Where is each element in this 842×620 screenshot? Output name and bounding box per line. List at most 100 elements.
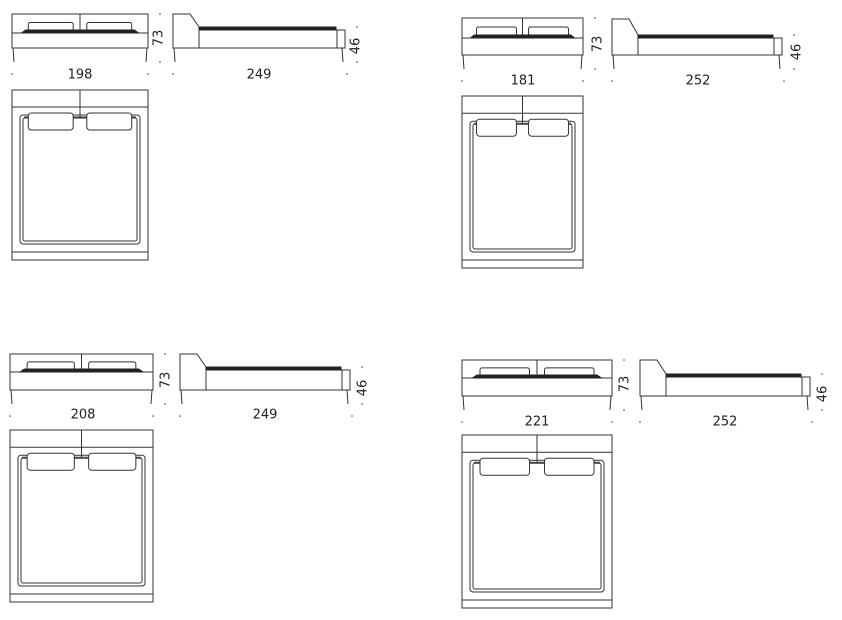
pillow bbox=[26, 452, 75, 471]
mattress-outline bbox=[17, 454, 146, 587]
bed-198-side-view bbox=[172, 13, 346, 63]
pillow bbox=[528, 118, 569, 137]
dimension-tick bbox=[9, 415, 11, 417]
bed-frame bbox=[637, 37, 783, 56]
leg bbox=[580, 54, 583, 70]
dimension-tick bbox=[582, 80, 584, 82]
bed-frame bbox=[205, 369, 351, 391]
dimension-tick bbox=[356, 61, 358, 63]
mattress bbox=[198, 26, 337, 31]
mattress-outline bbox=[19, 114, 141, 245]
leg bbox=[462, 54, 465, 70]
width-dimension: 198 bbox=[67, 67, 93, 83]
dimension-tick bbox=[179, 415, 181, 417]
bed-198-front-view bbox=[11, 13, 149, 63]
dimension-tick bbox=[152, 415, 154, 417]
dimension-tick bbox=[159, 61, 161, 63]
dimension-tick bbox=[159, 13, 161, 15]
bed-208-front-view bbox=[9, 353, 154, 405]
width-dimension: 221 bbox=[524, 414, 550, 430]
dimension-tick bbox=[346, 73, 348, 75]
mattress bbox=[470, 374, 604, 379]
width-dimension: 208 bbox=[70, 407, 96, 423]
leg bbox=[609, 395, 612, 411]
mattress bbox=[637, 34, 774, 39]
dimension-tick bbox=[594, 17, 596, 19]
mattress bbox=[665, 373, 802, 378]
headboard bbox=[639, 359, 667, 397]
bed-198-top-view bbox=[11, 89, 149, 261]
dimension-tick bbox=[821, 373, 823, 375]
dimension-tick bbox=[461, 421, 463, 423]
leg bbox=[640, 395, 643, 411]
bed-181-side-view bbox=[611, 18, 783, 70]
leg bbox=[180, 389, 183, 405]
leg bbox=[778, 54, 781, 70]
dimension-tick bbox=[361, 403, 363, 405]
mattress-inner bbox=[472, 462, 602, 590]
dimension-tick bbox=[594, 68, 596, 70]
dimension-tick bbox=[361, 366, 363, 368]
pillow bbox=[544, 457, 595, 476]
dimension-tick bbox=[356, 26, 358, 28]
pillow bbox=[27, 112, 74, 131]
dimension-tick bbox=[623, 359, 625, 361]
pillow bbox=[86, 112, 133, 131]
dimension-tick bbox=[811, 421, 813, 423]
seat-height-dimension: 46 bbox=[789, 43, 805, 61]
length-dimension: 249 bbox=[252, 407, 278, 423]
dimension-tick bbox=[172, 73, 174, 75]
mattress bbox=[18, 368, 145, 373]
headboard bbox=[179, 353, 207, 391]
leg bbox=[462, 395, 465, 411]
bed-221-side-view bbox=[639, 359, 811, 411]
leg bbox=[10, 389, 13, 405]
leg bbox=[341, 47, 344, 63]
headboard bbox=[172, 13, 200, 49]
leg bbox=[346, 389, 349, 405]
mattress-inner bbox=[472, 123, 573, 250]
dimension-tick bbox=[611, 421, 613, 423]
leg bbox=[145, 47, 148, 63]
mattress bbox=[19, 29, 141, 34]
height-dimension: 73 bbox=[151, 29, 167, 47]
dimension-tick bbox=[611, 80, 613, 82]
bed-frame bbox=[198, 29, 346, 49]
leg bbox=[806, 395, 809, 411]
mattress bbox=[205, 366, 342, 371]
leg bbox=[612, 54, 615, 70]
mattress bbox=[469, 34, 576, 39]
bed-frame bbox=[665, 376, 811, 397]
bed-181-top-view bbox=[461, 95, 584, 269]
dimension-tick bbox=[793, 34, 795, 36]
dimension-tick bbox=[821, 409, 823, 411]
mattress-inner bbox=[22, 117, 138, 242]
dimension-tick bbox=[461, 80, 463, 82]
bed-208-side-view bbox=[179, 353, 351, 405]
bed-221-top-view bbox=[461, 434, 613, 609]
seat-height-dimension: 46 bbox=[355, 379, 371, 397]
dimension-tick bbox=[783, 80, 785, 82]
dimension-tick bbox=[164, 353, 166, 355]
height-dimension: 73 bbox=[617, 375, 633, 393]
bed-221-front-view bbox=[461, 359, 613, 411]
dimension-tick bbox=[351, 415, 353, 417]
dimension-tick bbox=[147, 73, 149, 75]
seat-height-dimension: 46 bbox=[815, 385, 831, 403]
height-dimension: 73 bbox=[590, 35, 606, 53]
pillow bbox=[88, 452, 137, 471]
dimension-tick bbox=[164, 403, 166, 405]
length-dimension: 249 bbox=[246, 67, 272, 83]
length-dimension: 252 bbox=[712, 414, 738, 430]
height-dimension: 73 bbox=[158, 371, 174, 389]
leg bbox=[173, 47, 176, 63]
seat-height-dimension: 46 bbox=[348, 37, 364, 55]
headboard bbox=[611, 18, 639, 56]
width-dimension: 181 bbox=[510, 73, 536, 89]
mattress-inner bbox=[20, 457, 143, 584]
bed-181-front-view bbox=[461, 17, 584, 70]
bed-208-top-view bbox=[9, 429, 154, 603]
leg bbox=[12, 47, 15, 63]
mattress-outline bbox=[469, 120, 576, 253]
